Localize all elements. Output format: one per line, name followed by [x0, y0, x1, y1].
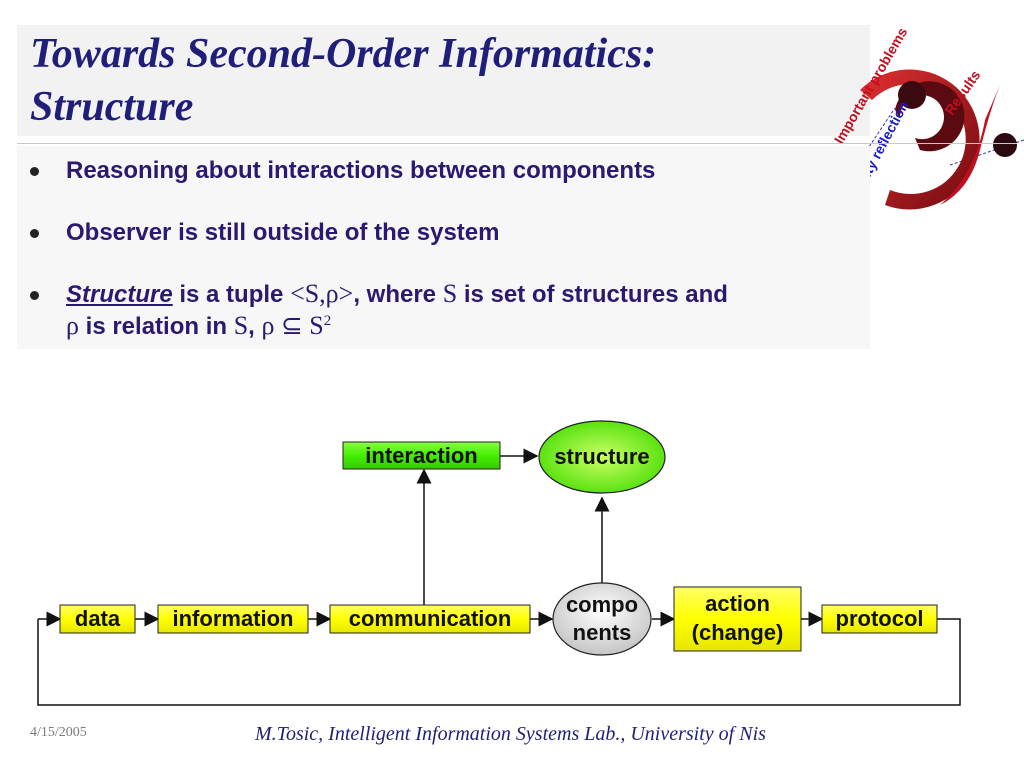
logo-eye	[898, 81, 926, 109]
node-protocol-box	[821, 604, 938, 634]
slide-title: Towards Second-Order Informatics: Struct…	[30, 31, 657, 130]
footer-credit: M.Tosic, Intelligent Information Systems…	[255, 723, 766, 745]
node-data-label: data	[75, 606, 121, 631]
node-structure-label: structure	[554, 444, 649, 469]
node-components-label-1: compo	[566, 592, 638, 617]
node-protocol: protocol	[821, 604, 938, 634]
node-information: information	[157, 604, 309, 634]
node-interaction-label: interaction	[365, 443, 477, 468]
exponent: 2	[323, 313, 332, 329]
tuple-notation: <S,ρ>	[290, 279, 354, 308]
title-box	[17, 25, 870, 136]
bullet-3: Structure is a tuple <S,ρ>, where S is s…	[66, 279, 728, 340]
node-action-label-1: action	[705, 591, 770, 616]
node-action-label-2: (change)	[692, 620, 784, 645]
header-divider	[17, 143, 1017, 144]
node-structure: structure	[538, 420, 666, 494]
logo-dot	[993, 133, 1017, 157]
node-components-label-2: nents	[573, 620, 632, 645]
subset-symbol: ⊆	[274, 311, 310, 340]
node-interaction-box	[342, 441, 501, 470]
bullet-dot	[30, 229, 39, 238]
bullet-1: Reasoning about interactions between com…	[66, 157, 656, 184]
bullet-dot	[30, 291, 39, 300]
bullet-2: Observer is still outside of the system	[66, 219, 500, 246]
node-interaction: interaction	[342, 441, 501, 470]
node-components: compo nents	[552, 582, 652, 656]
logo-graphic: Important problems Usability reflection …	[807, 24, 1024, 239]
bullet-dot	[30, 167, 39, 176]
node-communication-box	[329, 604, 531, 634]
node-communication-label: communication	[349, 606, 512, 631]
structure-term: Structure	[66, 281, 173, 308]
node-information-box	[157, 604, 309, 634]
logo-swirl-outer	[860, 69, 980, 210]
node-protocol-label: protocol	[836, 606, 924, 631]
node-communication: communication	[329, 604, 531, 634]
node-information-label: information	[173, 606, 294, 631]
footer-date: 4/15/2005	[30, 725, 87, 740]
node-action: action (change)	[673, 586, 802, 652]
node-action-box	[673, 586, 802, 652]
node-data: data	[59, 604, 136, 634]
content-box	[17, 146, 870, 349]
flow-diagram: interaction structure data information c…	[37, 420, 961, 706]
node-structure-ellipse	[538, 420, 666, 494]
node-components-ellipse	[552, 582, 652, 656]
feedback-loop-line	[37, 618, 961, 706]
node-data-box	[59, 604, 136, 634]
logo-swirl-inner	[895, 81, 965, 152]
